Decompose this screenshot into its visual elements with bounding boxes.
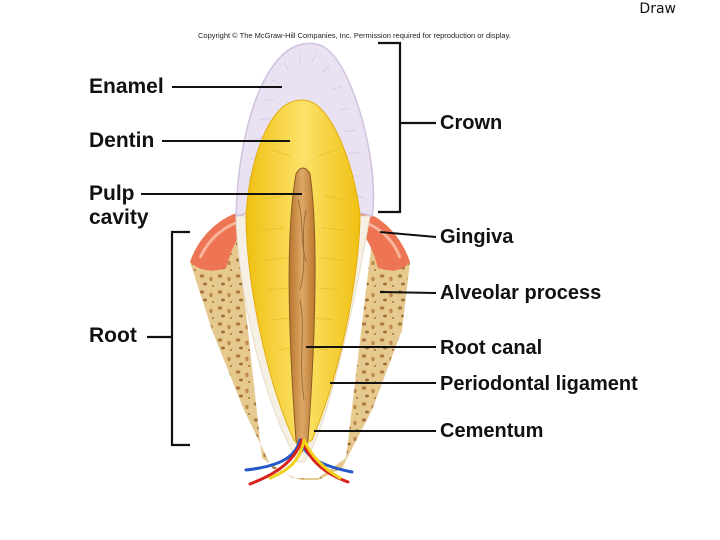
alveolar-leader [379, 291, 437, 294]
alveolar-bone [190, 240, 410, 480]
vessels-and-nerve [244, 438, 354, 486]
root-canal-label: Root canal [440, 337, 543, 359]
root-bracket [170, 230, 190, 447]
copyright-notice: Copyright © The McGraw-Hill Companies, I… [198, 31, 511, 40]
cementum-label: Cementum [440, 420, 544, 442]
alveolar-process-label: Alveolar process [440, 282, 602, 304]
leader-lines [141, 86, 437, 432]
pulp-cavity [288, 167, 316, 454]
enamel-label: Enamel [89, 75, 164, 98]
crown-bracket [378, 41, 402, 214]
gingiva-leader [379, 231, 437, 238]
gingiva-left [190, 212, 250, 271]
pulp-cavity-label: Pulp cavity [89, 182, 149, 229]
crown-label: Crown [440, 112, 503, 134]
root-label: Root [89, 324, 137, 347]
gingiva-label: Gingiva [440, 226, 514, 248]
dentin-label: Dentin [89, 129, 155, 152]
corner-tag: Draw [639, 1, 676, 17]
periodontal-ligament-label: Periodontal ligament [440, 373, 638, 395]
